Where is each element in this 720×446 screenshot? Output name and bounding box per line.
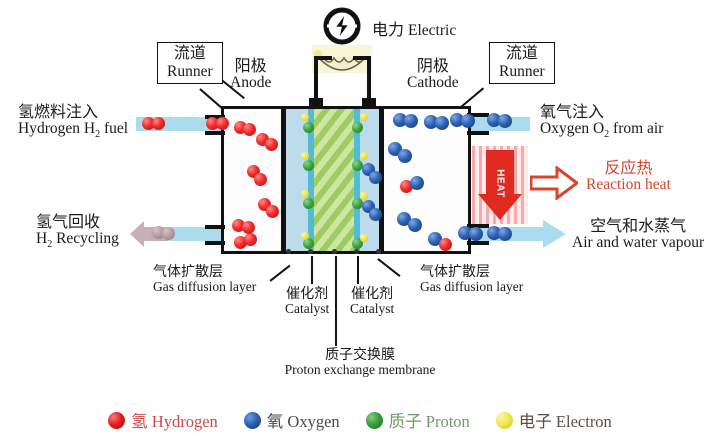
- cathode-label: 阴极 Cathode: [407, 58, 459, 92]
- oxygen-dot-icon: [243, 411, 261, 429]
- heat-badge-label: HEAT: [494, 169, 506, 198]
- anode-inlet-port-bottom: [205, 131, 225, 135]
- hydrogen-inlet-label: 氢燃料注入 Hydrogen H2 fuel: [18, 104, 129, 141]
- legend-label-en: Oxygen: [287, 412, 340, 431]
- lightning-bolt-circle-icon: [323, 7, 361, 45]
- wire-anode-vertical: [314, 56, 318, 100]
- catalyst-layer-cathode: [354, 106, 360, 254]
- hydrogen-dot-icon: [108, 411, 126, 429]
- catalyst-left-label: 催化剂 Catalyst: [285, 287, 330, 317]
- proton-exchange-membrane: [314, 106, 354, 254]
- gdl-left-label: 气体扩散层 Gas diffusion layer: [153, 265, 257, 295]
- wire-anode-horizontal: [314, 56, 332, 60]
- legend-item-proton: 质子 Proton: [365, 408, 470, 432]
- anode-outlet-port-bottom: [205, 241, 225, 245]
- proton-dot-icon: [365, 411, 383, 429]
- cathode-outlet-port-bottom: [467, 241, 489, 245]
- membrane-leader: [335, 256, 337, 346]
- legend-item-hydrogen: 氢 Hydrogen: [108, 408, 218, 432]
- gdl-right-leader: [377, 258, 401, 277]
- wire-cathode-vertical: [367, 56, 371, 100]
- gdl-left-leader: [269, 264, 291, 282]
- legend-label-en: Electron: [555, 412, 612, 431]
- anode-label: 阳极 Anode: [230, 58, 272, 92]
- legend-item-oxygen: 氧 Oxygen: [243, 408, 340, 432]
- electron-dot-icon: [495, 411, 513, 429]
- reaction-heat-arrow: [529, 165, 580, 201]
- legend-label-cn: 氢: [131, 412, 148, 431]
- anode-outlet-port-top: [205, 225, 225, 229]
- legend-label-cn: 质子: [388, 412, 422, 431]
- anode-inlet-port-top: [205, 115, 225, 119]
- gdl-right-anchor-dot: [376, 249, 381, 254]
- legend-label-en: Proton: [425, 412, 470, 431]
- catalyst-left-anchor-dot: [308, 249, 313, 254]
- cathode-inlet-port-top: [467, 113, 489, 117]
- legend-label-cn: 氧: [266, 412, 284, 431]
- legend-label-en: Hydrogen: [151, 412, 218, 431]
- wire-cathode-horizontal: [353, 56, 371, 60]
- terminal-anode: [309, 98, 323, 109]
- catalyst-layer-anode: [308, 106, 314, 254]
- legend-item-electron: 电子 Electron: [495, 408, 612, 432]
- reaction-heat-label: 反应热 Reaction heat: [586, 160, 671, 194]
- fuel-cell-diagram: 电力 Electric 流道 Runner 流道 Runner 阳极 Anode…: [18, 7, 705, 378]
- cathode-outlet-port-top: [467, 224, 489, 228]
- electric-label: 电力 Electric: [372, 22, 457, 39]
- catalyst-right-anchor-dot: [354, 249, 359, 254]
- legend-label-cn: 电子: [518, 412, 552, 431]
- catalyst-left-leader: [311, 256, 313, 284]
- cathode-inlet-port-bottom: [467, 131, 489, 135]
- runner-right-callout: 流道 Runner: [489, 42, 555, 84]
- runner-left-callout: 流道 Runner: [157, 42, 223, 84]
- oxygen-inlet-label: 氧气注入 Oxygen O2 from air: [540, 104, 664, 141]
- cathode-chamber: [381, 106, 471, 254]
- membrane-anchor-dot: [332, 249, 337, 254]
- gdl-left-anchor-dot: [286, 249, 291, 254]
- legend: 氢 Hydrogen 氧 Oxygen 质子 Proton 电子 Electro…: [0, 400, 720, 440]
- air-outlet-arrow: [497, 218, 567, 250]
- catalyst-right-leader: [357, 256, 359, 284]
- heat-arrow-down: [478, 150, 522, 220]
- gdl-right-label: 气体扩散层 Gas diffusion layer: [420, 265, 524, 295]
- catalyst-right-label: 催化剂 Catalyst: [350, 287, 395, 317]
- hydrogen-recycling-label: 氢气回收 H2 Recycling: [36, 214, 119, 251]
- terminal-cathode: [362, 98, 376, 109]
- membrane-label: 质子交换膜 Proton exchange membrane: [284, 348, 436, 378]
- air-outlet-label: 空气和水蒸气 Air and water vapour: [572, 218, 705, 252]
